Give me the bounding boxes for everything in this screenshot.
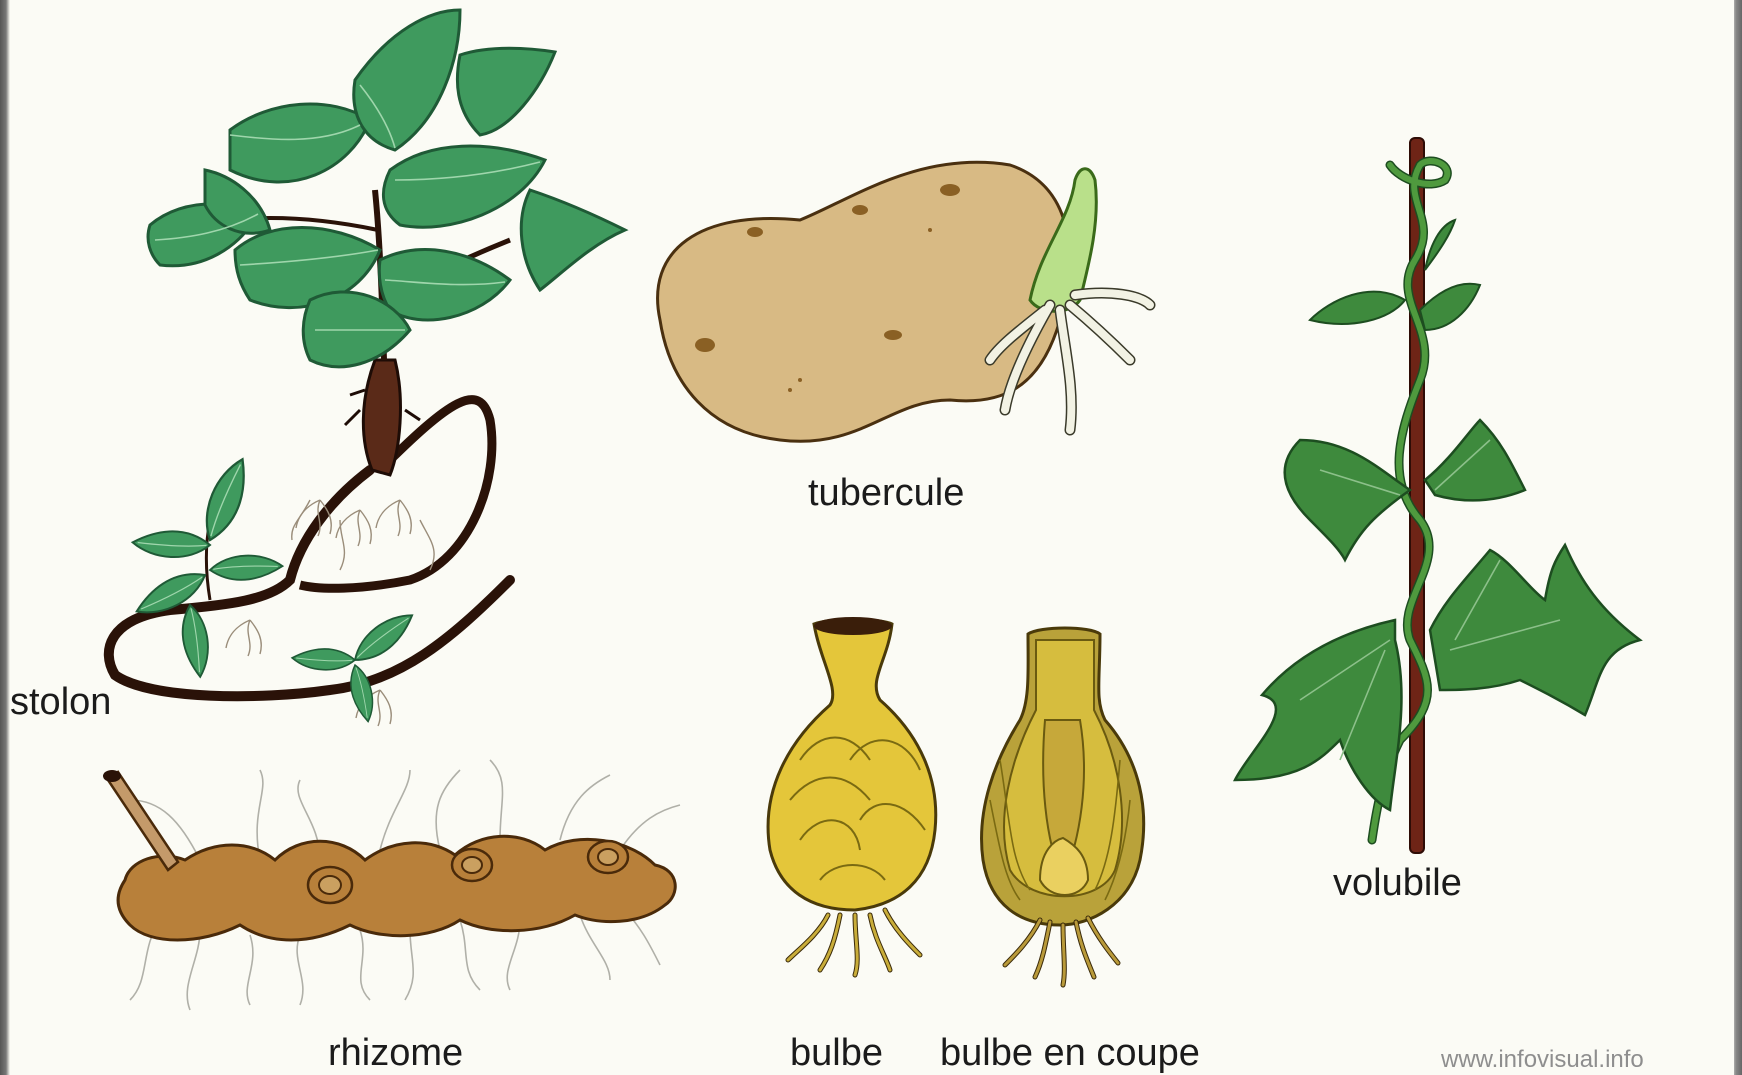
watermark: www.infovisual.info (1441, 1048, 1644, 1072)
label-bulbe-en-coupe: bulbe en coupe (940, 1034, 1200, 1072)
label-volubile: volubile (1333, 864, 1462, 902)
label-tubercule: tubercule (808, 474, 964, 512)
label-rhizome: rhizome (328, 1034, 463, 1072)
bulb-illustration (768, 617, 936, 975)
stolon-plant-illustration (109, 10, 625, 726)
bulb-cross-section-illustration (982, 628, 1144, 985)
twining-vine-illustration (1235, 138, 1640, 853)
rhizome-illustration (103, 760, 680, 1010)
label-bulbe: bulbe (790, 1034, 883, 1072)
label-stolon: stolon (10, 683, 111, 721)
potato-tuber-illustration (658, 162, 1150, 441)
